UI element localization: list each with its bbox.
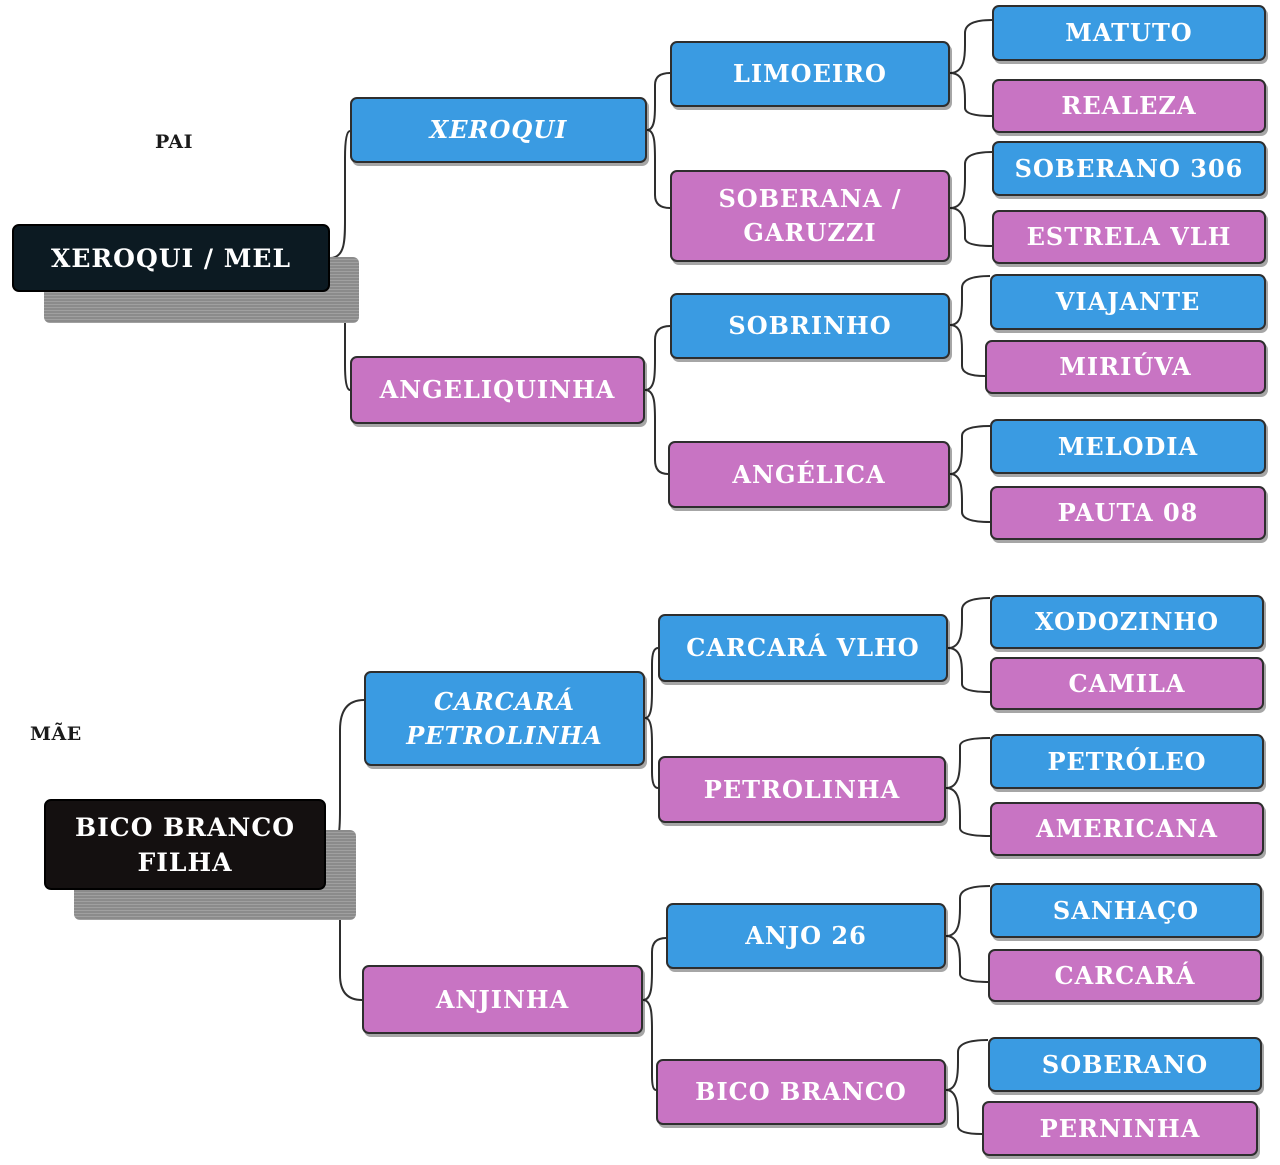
ancestor-melodia[interactable]: MELODIA (990, 419, 1266, 474)
ancestor-pauta-08[interactable]: PAUTA 08 (990, 486, 1266, 540)
connector (646, 129, 671, 209)
connector (329, 130, 351, 259)
connector (945, 787, 991, 837)
root-animal-father[interactable]: XEROQUI / MEL (12, 224, 330, 292)
ancestor-sanhaco[interactable]: SANHAÇO (990, 883, 1262, 938)
root-animal-mother[interactable]: BICO BRANCO FILHA (44, 799, 326, 890)
connector (947, 597, 991, 649)
mother-sire-sire[interactable]: CARCARÁ VLHO (658, 614, 948, 682)
ancestor-soberano-306[interactable]: SOBERANO 306 (992, 141, 1266, 196)
ancestor-xodozinho[interactable]: XODOZINHO (990, 595, 1264, 649)
ancestor-americana[interactable]: AMERICANA (990, 802, 1264, 856)
mother-dam[interactable]: ANJINHA (362, 965, 643, 1034)
father-dam-sire[interactable]: SOBRINHO (670, 293, 950, 359)
father-label: PAI (155, 131, 194, 153)
ancestor-petroleo[interactable]: PETRÓLEO (990, 734, 1264, 789)
connector (949, 275, 991, 326)
father-sire-sire[interactable]: LIMOEIRO (670, 41, 950, 107)
connector (644, 389, 669, 475)
connector (644, 647, 659, 719)
father-sire-dam[interactable]: SOBERANA / GARUZZI (670, 170, 950, 262)
father-dam-dam[interactable]: ANGÉLICA (668, 441, 950, 508)
connector (642, 999, 657, 1091)
father-dam[interactable]: ANGELIQUINHA (350, 356, 645, 424)
ancestor-miriuva[interactable]: MIRIÚVA (985, 340, 1266, 394)
mother-dam-dam[interactable]: BICO BRANCO (656, 1059, 946, 1125)
connector (644, 325, 671, 391)
connector (949, 72, 993, 117)
connector (947, 647, 991, 693)
connector (949, 473, 991, 523)
connector (646, 72, 671, 131)
connector (642, 937, 667, 1001)
ancestor-realeza[interactable]: REALEZA (992, 79, 1266, 133)
connector (949, 324, 986, 377)
connector (949, 19, 993, 74)
connector (945, 935, 991, 983)
connector (945, 1039, 989, 1091)
connector (949, 207, 993, 247)
connector (949, 425, 991, 475)
ancestor-soberano[interactable]: SOBERANO (988, 1037, 1262, 1092)
mother-sire[interactable]: CARCARÁ PETROLINHA (364, 671, 645, 766)
ancestor-matuto[interactable]: MATUTO (992, 5, 1266, 61)
father-sire[interactable]: XEROQUI (350, 97, 647, 163)
ancestor-camila[interactable]: CAMILA (990, 657, 1264, 710)
ancestor-carcara[interactable]: CARCARÁ (988, 949, 1262, 1002)
connector (949, 151, 993, 209)
connector (644, 717, 659, 789)
ancestor-viajante[interactable]: VIAJANTE (990, 274, 1266, 330)
ancestor-estrela-vlh[interactable]: ESTRELA VLH (992, 210, 1266, 264)
mother-label: MÃE (30, 723, 82, 745)
connector (325, 699, 365, 849)
ancestor-perninha[interactable]: PERNINHA (982, 1101, 1258, 1156)
connector (945, 1089, 983, 1135)
connector (945, 885, 991, 937)
mother-dam-sire[interactable]: ANJO 26 (666, 903, 946, 969)
mother-sire-dam[interactable]: PETROLINHA (658, 756, 946, 823)
connector (945, 737, 991, 789)
